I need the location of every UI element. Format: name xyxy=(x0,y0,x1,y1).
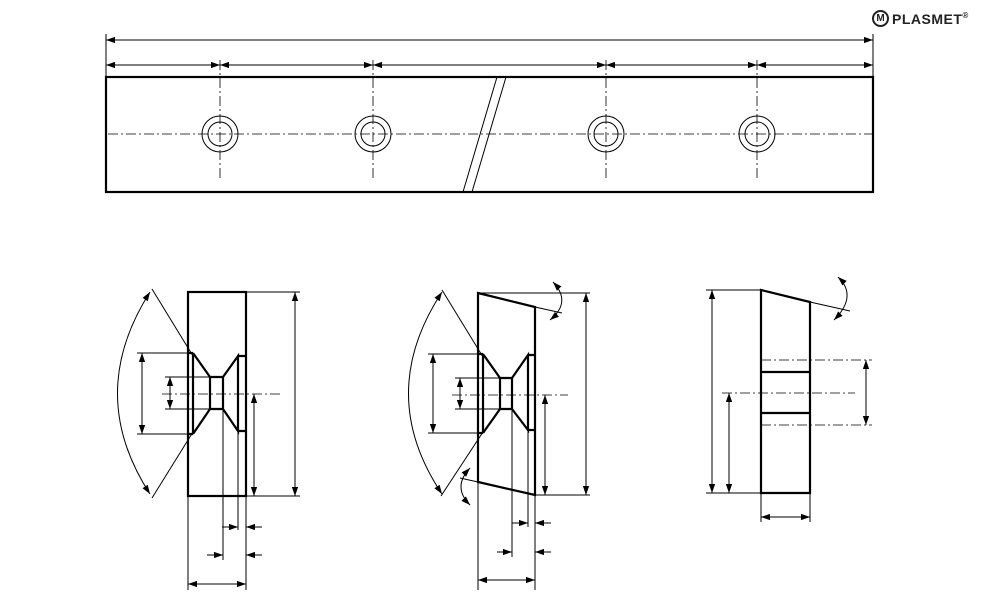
logo-brand: PLASMET xyxy=(892,10,963,27)
logo-mark-icon: M xyxy=(872,10,889,27)
side-view xyxy=(706,276,872,522)
plasmet-logo: M PLASMET® xyxy=(872,10,969,27)
top-view xyxy=(104,34,875,194)
break-line xyxy=(462,76,507,193)
section-view-straight xyxy=(117,288,300,590)
section-view-beveled xyxy=(408,281,590,590)
blade-outline xyxy=(104,75,875,194)
hole-centerlines xyxy=(219,60,758,178)
logo-text: PLASMET® xyxy=(892,11,969,27)
logo-registered: ® xyxy=(962,10,969,20)
